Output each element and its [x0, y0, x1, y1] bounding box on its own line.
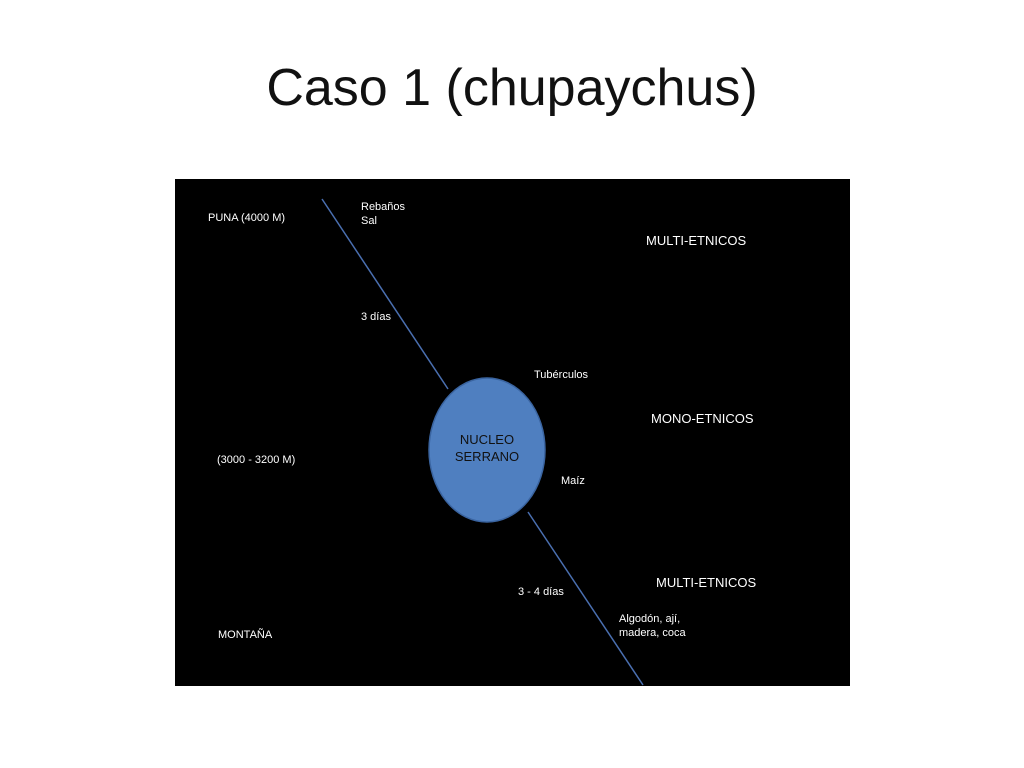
resource-montana-line1: Algodón, ají, [619, 613, 681, 625]
nucleus-label-line1: NUCLEO [459, 432, 515, 447]
travel-down-label: 3 - 4 días [518, 586, 564, 598]
slide-title: Caso 1 (chupaychus) [266, 59, 758, 117]
ethnic-top-label: MULTI-ETNICOS [646, 233, 747, 248]
nucleus-label-line2: SERRANO [454, 449, 520, 464]
resource-puna-line2: Sal [361, 215, 377, 227]
nucleus-ellipse [428, 377, 546, 523]
axis-line-upper [321, 198, 449, 390]
resource-maiz: Maíz [561, 475, 585, 487]
zone-puna-label: PUNA (4000 M) [208, 212, 286, 224]
zone-montana-label: MONTAÑA [218, 629, 273, 641]
diagram-graphics [321, 198, 644, 686]
ethnic-middle-label: MONO-ETNICOS [651, 411, 754, 426]
axis-line-lower [527, 511, 644, 686]
zone-middle-label: (3000 - 3200 M) [217, 454, 296, 466]
resource-tuberculos: Tubérculos [534, 369, 589, 381]
resource-montana-line2: madera, coca [619, 627, 686, 639]
resource-puna-line1: Rebaños [361, 201, 406, 213]
travel-up-label: 3 días [361, 311, 391, 323]
ethnic-bottom-label: MULTI-ETNICOS [656, 575, 757, 590]
nucleus-label: NUCLEO SERRANO [427, 431, 547, 465]
diagram-panel: PUNA (4000 M) (3000 - 3200 M) MONTAÑA Re… [175, 179, 850, 686]
resource-montana: Algodón, ají, madera, coca [619, 612, 686, 640]
resource-puna: Rebaños Sal [361, 200, 405, 228]
